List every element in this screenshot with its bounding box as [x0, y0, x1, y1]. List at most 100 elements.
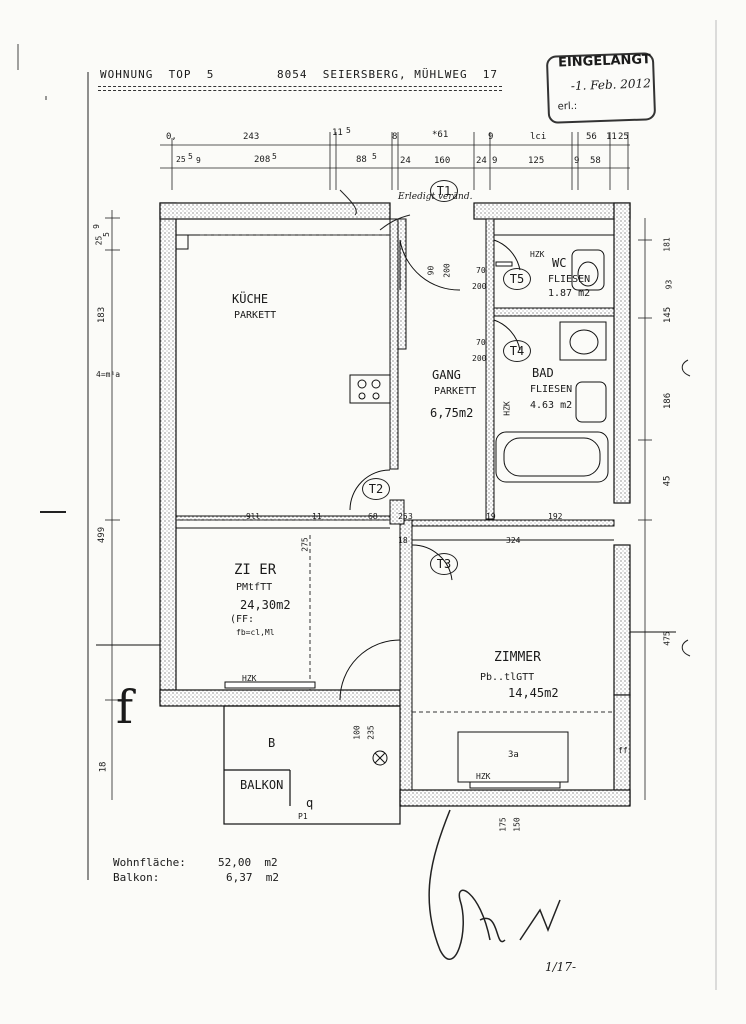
outer-walls	[159, 202, 631, 807]
dim-top1-9: 25	[618, 132, 629, 142]
room-wohn-floor: PMtfTT	[236, 582, 273, 593]
room-zimmer-area: 14,45m2	[508, 686, 559, 700]
dim-int-3: 25	[398, 512, 408, 521]
room-wohn-hzk: HZK	[242, 674, 257, 683]
room-wohn-area: 24,30m2	[240, 598, 291, 612]
kitchen-fixtures	[175, 234, 391, 404]
room-wc-area: 1.87 m2	[548, 288, 591, 299]
dim-left-0: 9	[91, 224, 101, 229]
dim-right-2: 145	[663, 306, 674, 324]
room-wc-floor: FLIESEN	[548, 274, 591, 285]
dimension-lines-top	[160, 132, 630, 190]
room-bad-name: BAD	[532, 366, 554, 380]
door-tag-t5: T5	[503, 268, 531, 290]
door-tag-t2: T2	[362, 478, 390, 500]
dim-right-4: 45	[662, 475, 673, 487]
dim-left-5: 18	[98, 761, 109, 773]
door-d5-w: 70	[476, 266, 486, 275]
signature-scribble	[428, 809, 561, 960]
room-gang-name: GANG	[432, 368, 461, 382]
page-number: 1/17-	[545, 960, 577, 974]
room-zimmer-hzk: HZK	[476, 772, 491, 781]
dim-top2-0: 25	[176, 155, 186, 164]
dashed-lines	[176, 234, 614, 713]
room-bad-area: 4.63 m2	[530, 400, 573, 411]
dim-top2-2: 9	[196, 156, 201, 165]
dim-int-8: 18	[398, 536, 408, 545]
dim-top2-6: 5	[372, 152, 377, 161]
room-gang-area: 6,75m2	[430, 406, 474, 420]
balcony	[223, 705, 401, 825]
dim-top2-9: 24	[476, 156, 487, 166]
room-wc-name: WC	[552, 256, 567, 270]
dim-origin: 0,	[166, 132, 177, 142]
dim-right-1: 93	[664, 279, 674, 290]
room-wc-hzk: HZK	[530, 250, 545, 259]
door-balcony-h: 235	[366, 725, 376, 740]
dim-right-0: 181	[662, 237, 672, 252]
dim-int-4: 3	[408, 512, 413, 521]
unit-title: WOHNUNG TOP 5	[100, 68, 215, 81]
room-kueche-name: KÜCHE	[232, 292, 269, 306]
dim-int-6: 192	[548, 512, 563, 521]
dim-top2-12: 9	[574, 156, 580, 166]
window-zimmer-h: 150	[512, 817, 522, 832]
door-d1-h: 200	[442, 263, 452, 278]
dim-left-1: 25	[94, 235, 104, 246]
radiators	[224, 261, 561, 789]
door-d4-h: 200	[472, 354, 487, 363]
door-balcony-w: 100	[352, 725, 362, 740]
dim-left-2: 5	[101, 232, 111, 237]
wohnflaeche-label: Wohnfläche:	[113, 856, 186, 869]
dim-top2-13: 58	[590, 156, 601, 166]
balkon-area-value: 6,37 m2	[226, 871, 279, 884]
door-d1-w: 90	[426, 265, 436, 276]
window-box	[457, 731, 569, 783]
room-gang-floor: PARKETT	[434, 386, 477, 397]
dim-top1-6: lci	[530, 132, 547, 142]
door-d4-w: 70	[476, 338, 486, 347]
dim-top1-5: 9	[488, 132, 494, 142]
balkon-area-label: Balkon:	[113, 871, 160, 884]
dim-top1-0: 243	[243, 132, 260, 142]
room-balkon-name: BALKON	[240, 778, 284, 792]
dim-4m: 4=m¹a	[96, 370, 121, 379]
dim-top2-8: 160	[434, 156, 451, 166]
interior-walls	[175, 218, 615, 791]
dim-top1-7: 56	[586, 132, 597, 142]
room-wohn-note: (FF:	[230, 614, 255, 625]
dim-top2-10: 9	[492, 156, 498, 166]
room-wohn-name: ZI ER	[234, 562, 277, 578]
dim-right-3: 186	[663, 392, 674, 410]
dim-int-7: 324	[506, 536, 521, 545]
door-tag-t3: T3	[430, 553, 458, 575]
dim-left-4: 499	[97, 526, 108, 544]
dim-int-0: 9ll	[246, 512, 261, 521]
dim-top2-3: 208	[254, 155, 271, 165]
dim-right-5: 475	[662, 631, 672, 646]
tick-ff: ff	[618, 746, 628, 755]
room-bad-hzk: HZK	[502, 401, 512, 416]
dim-left-3: 183	[97, 306, 108, 324]
header-rule	[98, 86, 502, 87]
balcony-light-icon	[372, 750, 388, 766]
room-bad-floor: FLIESEN	[530, 384, 573, 395]
window-zimmer-w: 175	[498, 817, 508, 832]
balkon-b: B	[268, 736, 276, 750]
dim-top1-3: 8	[392, 132, 398, 142]
door-d5-h: 200	[472, 282, 487, 291]
dim-top1-1: 11	[332, 128, 343, 138]
dim-top2-5: 88	[356, 155, 367, 165]
wall-lines	[175, 234, 614, 791]
window-3a: 3a	[508, 750, 519, 760]
dim-top1-8: 11	[606, 132, 617, 142]
dim-int-9: 275	[300, 537, 310, 552]
room-zimmer-floor: Pb..tlGTT	[480, 672, 535, 683]
address: 8054 SEIERSBERG, MÜHLWEG 17	[277, 68, 499, 81]
dim-int-1: 11	[312, 512, 322, 521]
dim-top2-7: 24	[400, 156, 411, 166]
balkon-p1: P1	[298, 812, 308, 821]
dim-top2-11: 125	[528, 156, 545, 166]
big-f-mark: f	[116, 680, 134, 734]
